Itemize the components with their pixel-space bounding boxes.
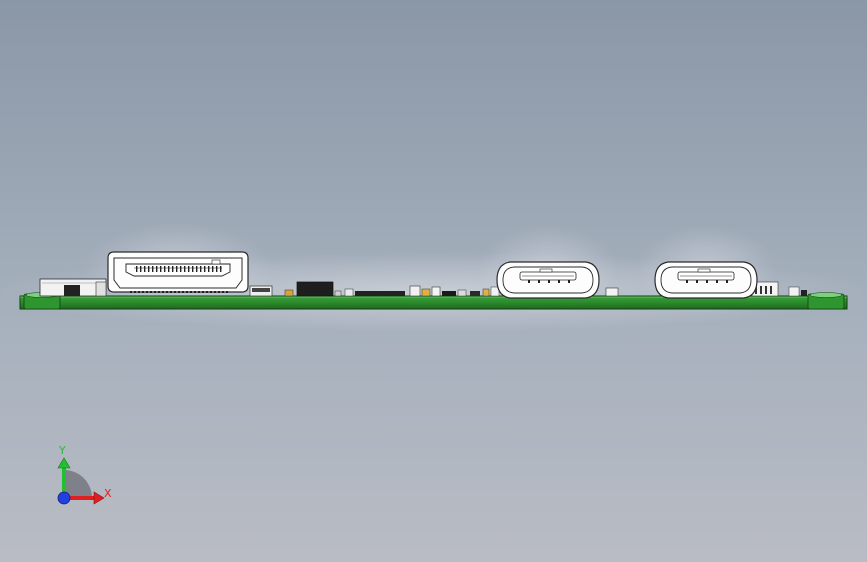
- y-axis-label: Y: [58, 444, 66, 457]
- hdmi-connector: [107, 251, 249, 293]
- smd-components: [249, 281, 807, 297]
- left-header-connector: [39, 278, 107, 297]
- coordinate-triad: Y X: [57, 444, 112, 505]
- z-axis-dot: [57, 491, 71, 505]
- micro-usb-connector-2: [654, 261, 758, 299]
- micro-usb-connector-1: [496, 261, 600, 299]
- hdmi-pins: [136, 266, 222, 272]
- x-axis-label: X: [104, 487, 112, 500]
- triad-rotation-wedge: [64, 470, 92, 498]
